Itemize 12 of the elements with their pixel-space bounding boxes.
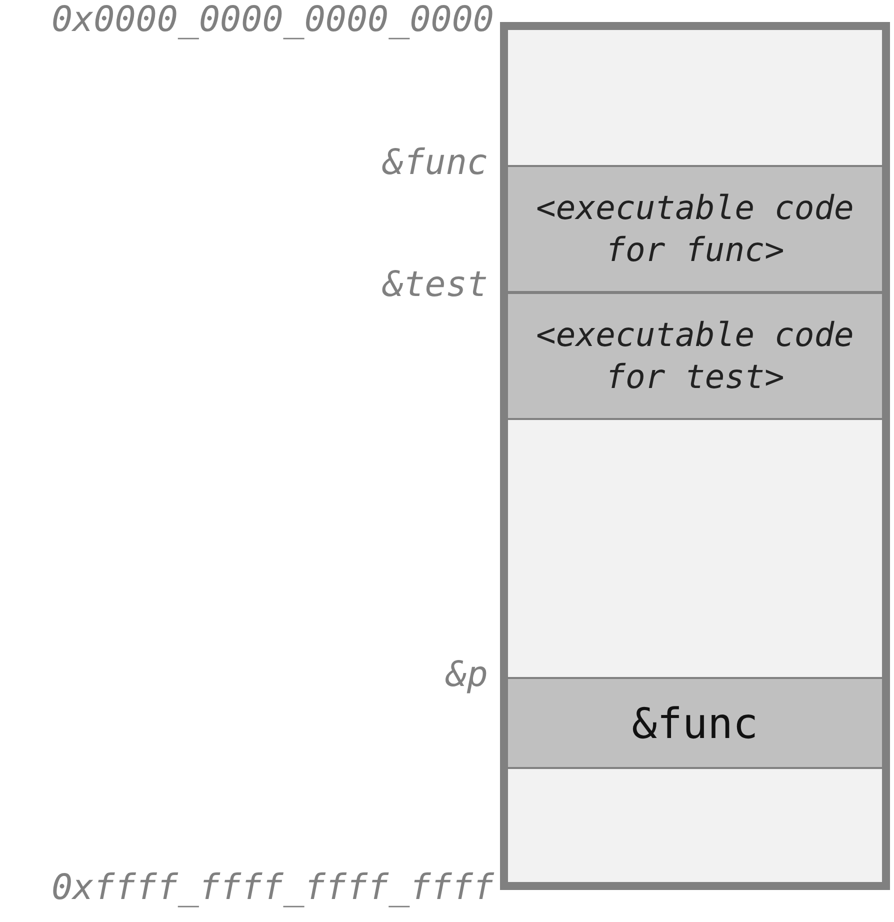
segment-label: <executable code for test>: [535, 314, 855, 398]
memory-segment: [508, 165, 882, 293]
address-label: &p: [446, 655, 488, 695]
address-label: 0xffff_ffff_ffff_ffff: [51, 868, 494, 908]
stored-value: &func: [632, 698, 758, 748]
address-label: &func: [382, 143, 488, 183]
segment-label: <executable code for func>: [535, 187, 855, 271]
address-label: 0x0000_0000_0000_0000: [51, 0, 494, 40]
address-label: &test: [382, 265, 488, 305]
memory-segment: [508, 292, 882, 420]
memory-segment: [508, 677, 882, 769]
memory-column: [500, 22, 890, 890]
